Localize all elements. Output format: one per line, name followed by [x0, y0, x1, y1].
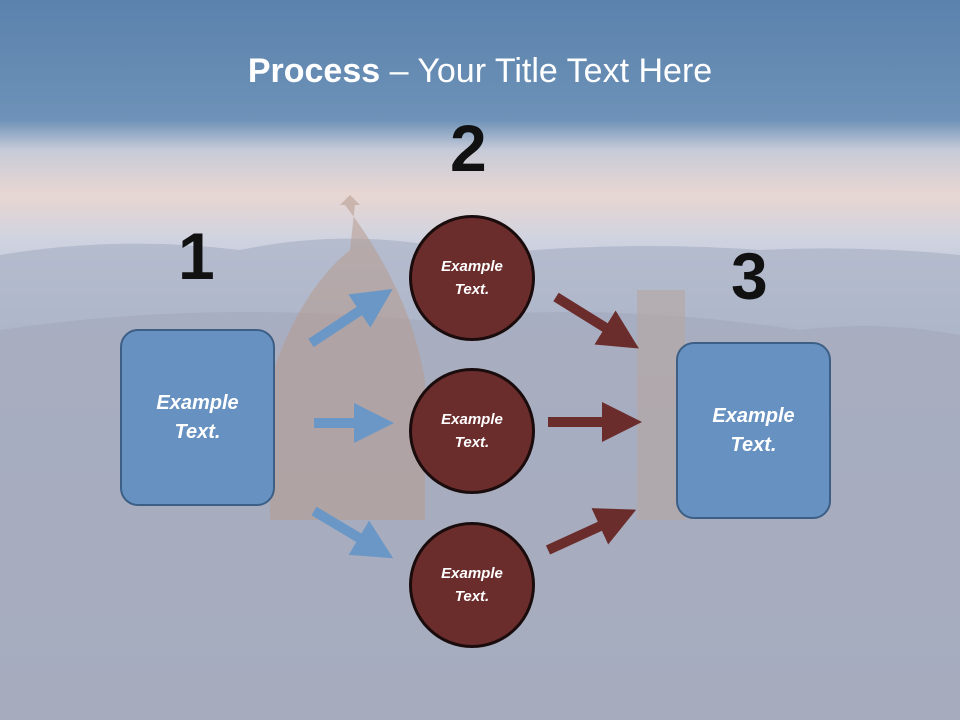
- left-box[interactable]: Example Text.: [120, 329, 275, 506]
- circle-bottom[interactable]: Example Text.: [409, 522, 535, 648]
- circle-middle[interactable]: Example Text.: [409, 368, 535, 494]
- title-bold: Process: [247, 52, 381, 90]
- circle-top[interactable]: Example Text.: [409, 215, 535, 341]
- left-box-text: Example Text.: [156, 391, 239, 443]
- circle-middle-text: Example Text.: [441, 411, 503, 451]
- arrow-top-to-right: [553, 292, 639, 349]
- step-number-2: 2: [450, 111, 487, 185]
- right-box[interactable]: Example Text.: [676, 342, 831, 519]
- step-number-3: 3: [731, 239, 768, 313]
- arrow-bottom-to-right: [545, 508, 637, 555]
- circle-top-text: Example Text.: [441, 258, 503, 298]
- arrow-left-to-top: [308, 288, 393, 348]
- step-number-1: 1: [178, 219, 215, 293]
- title-rest: – Your Title Text Here: [380, 52, 713, 90]
- circle-bottom-text: Example Text.: [441, 565, 503, 605]
- arrow-left-to-bottom: [311, 506, 394, 559]
- slide-title: Process – Your Title Text Here: [0, 52, 960, 91]
- right-box-text: Example Text.: [712, 404, 795, 456]
